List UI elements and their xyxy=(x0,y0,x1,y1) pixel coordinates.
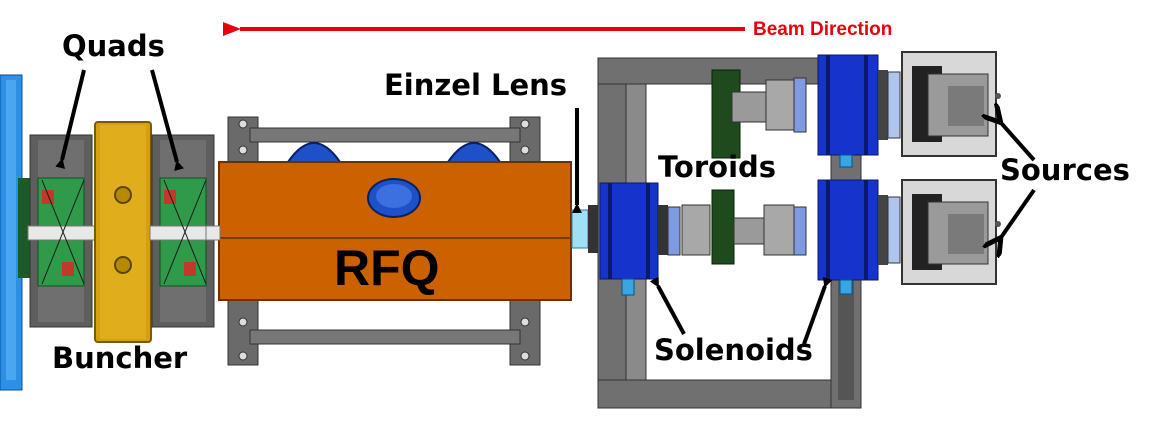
label-buncher: Buncher xyxy=(52,341,188,375)
upper-beamline xyxy=(711,54,901,168)
pointer-arrows xyxy=(55,69,1036,345)
source-upper xyxy=(901,51,1001,157)
beam-direction-label: Beam Direction xyxy=(753,19,892,40)
source-lower xyxy=(901,179,1001,285)
label-rfq: RFQ xyxy=(334,240,440,296)
rfq-body xyxy=(205,161,572,301)
label-toroids: Toroids xyxy=(658,150,776,184)
einzel-lens xyxy=(571,205,598,253)
label-einzel-lens: Einzel Lens xyxy=(384,68,567,102)
label-quads: Quads xyxy=(62,29,165,63)
label-sources: Sources xyxy=(1000,153,1130,187)
quad-left xyxy=(27,134,99,328)
label-solenoids: Solenoids xyxy=(654,333,813,367)
buncher xyxy=(94,121,152,343)
lower-beamline xyxy=(599,179,901,296)
rfq-ports xyxy=(286,142,502,163)
